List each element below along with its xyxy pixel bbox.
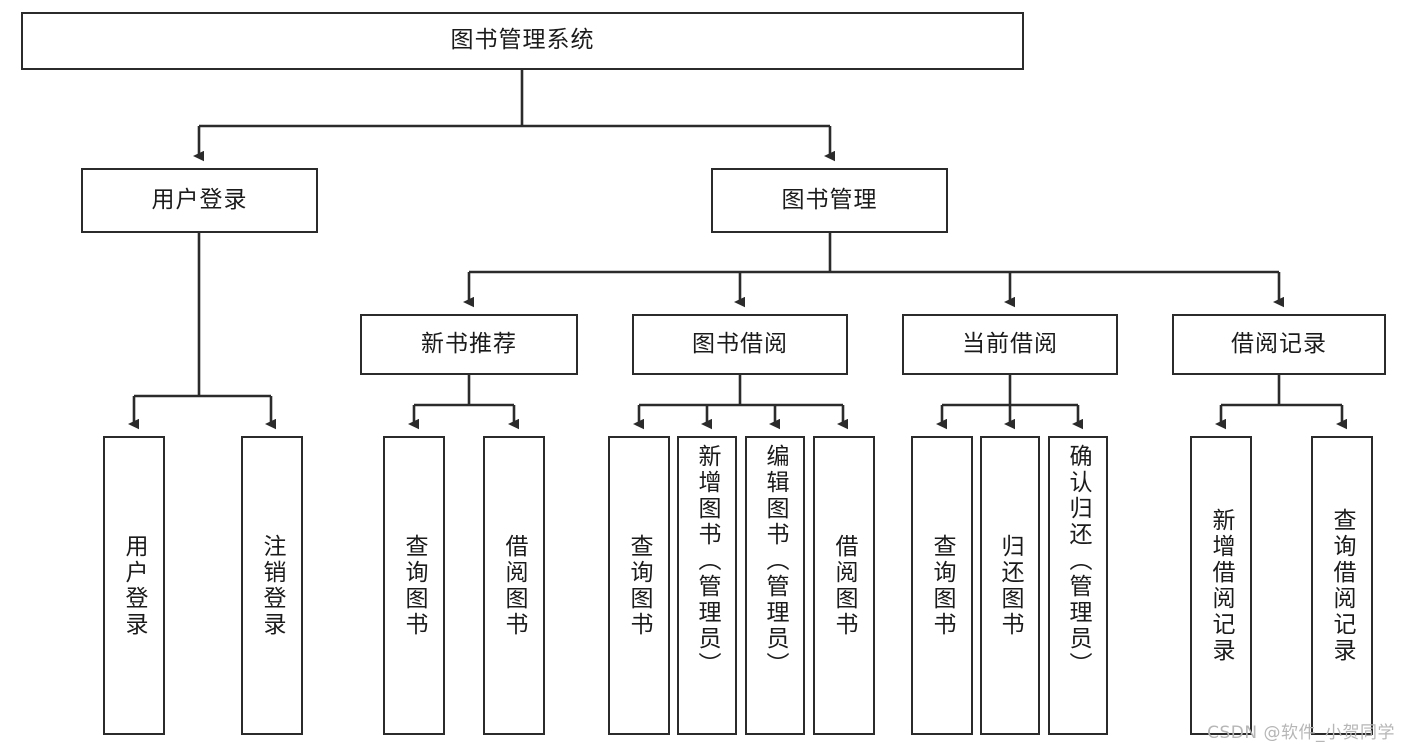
node-borrow-record[interactable]: 借阅记录 (1172, 314, 1386, 375)
leaf-book-borrow-query-book[interactable]: 查询图书 (608, 436, 670, 735)
csdn-watermark: CSDN @软件_小贺同学 (1207, 723, 1395, 743)
leaf-current-borrow-confirm-return-admin[interactable]: 确认归还（管理员） (1048, 436, 1108, 735)
leaf-book-borrow-edit-book-admin[interactable]: 编辑图书（管理员） (745, 436, 805, 735)
leaf-new-book-borrow-book[interactable]: 借阅图书 (483, 436, 545, 735)
node-current-borrow[interactable]: 当前借阅 (902, 314, 1118, 375)
node-new-book-recommend[interactable]: 新书推荐 (360, 314, 578, 375)
leaf-book-borrow-add-book-admin[interactable]: 新增图书（管理员） (677, 436, 737, 735)
node-book-borrow[interactable]: 图书借阅 (632, 314, 848, 375)
leaf-borrow-record-add-record[interactable]: 新增借阅记录 (1190, 436, 1252, 735)
leaf-current-borrow-return-book[interactable]: 归还图书 (980, 436, 1040, 735)
node-book-management[interactable]: 图书管理 (711, 168, 948, 233)
leaf-user-login-login[interactable]: 用户登录 (103, 436, 165, 735)
node-root-book-management-system[interactable]: 图书管理系统 (21, 12, 1024, 70)
leaf-new-book-query-book[interactable]: 查询图书 (383, 436, 445, 735)
leaf-current-borrow-query-book[interactable]: 查询图书 (911, 436, 973, 735)
node-user-login[interactable]: 用户登录 (81, 168, 318, 233)
leaf-user-login-logout[interactable]: 注销登录 (241, 436, 303, 735)
leaf-borrow-record-query-record[interactable]: 查询借阅记录 (1311, 436, 1373, 735)
leaf-book-borrow-borrow-book[interactable]: 借阅图书 (813, 436, 875, 735)
